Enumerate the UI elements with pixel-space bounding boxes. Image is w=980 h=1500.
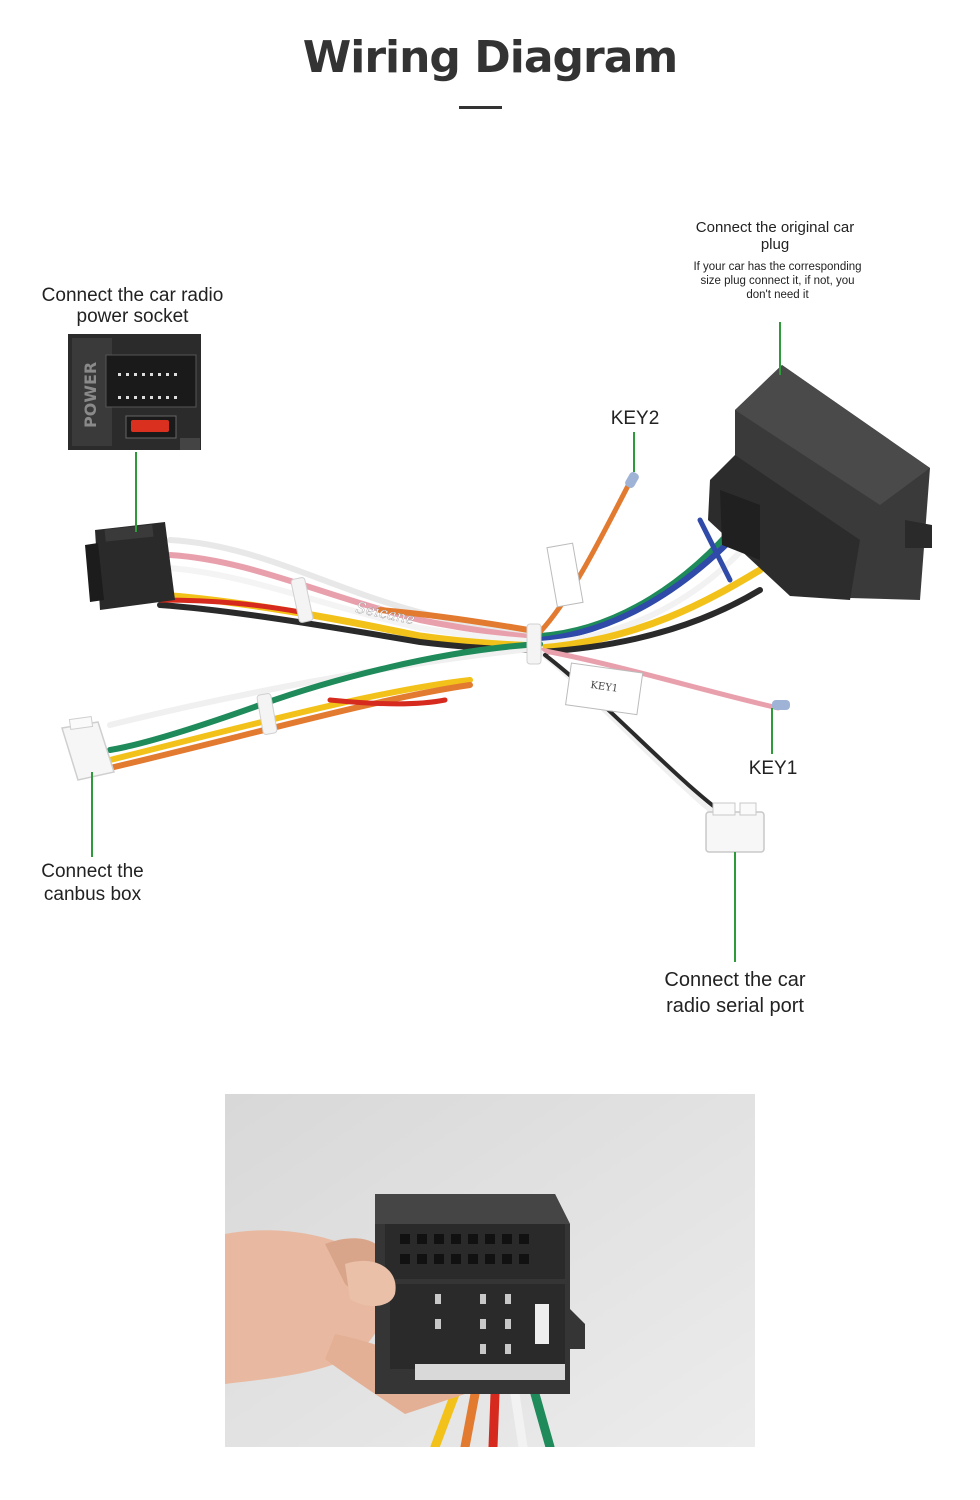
label-tag-key1: KEY1 (565, 662, 644, 716)
label-serial-port: Connect the car radio serial port (664, 969, 806, 1017)
serial-port-connector (705, 802, 765, 853)
power-connector-16pin (85, 522, 175, 610)
label-original-plug-note: If your car has the corresponding size p… (693, 261, 862, 301)
label-power-socket: Connect the car radio power socket (41, 285, 224, 328)
wire-yellow-3 (107, 677, 473, 763)
wire-key2 (537, 475, 635, 635)
wire-white-1 (167, 537, 543, 637)
key1-tip (772, 700, 790, 710)
label-canbus: Connect the canbus box (41, 861, 144, 905)
cable-tie-1 (290, 577, 314, 623)
page-title: Wiring Diagram (302, 32, 679, 83)
original-car-plug (708, 365, 932, 600)
wire-blue-2 (697, 517, 733, 583)
key2-tip (625, 472, 639, 488)
plug-photo-drawing (225, 1094, 755, 1447)
cable-tie-2 (526, 623, 542, 665)
wire-green-1 (107, 641, 543, 753)
wire-key1 (537, 647, 781, 711)
title-underline (459, 106, 502, 109)
canbus-connector (61, 715, 115, 781)
wire-orange-1 (377, 607, 543, 635)
cable-tie-3 (256, 693, 278, 735)
label-key2: KEY2 (610, 408, 660, 429)
wire-green-2 (537, 517, 743, 639)
tag-key1-text: KEY1 (590, 680, 619, 695)
wire-red-2 (327, 697, 448, 707)
power-socket-inset: POWER (68, 334, 201, 450)
label-tag-key2 (546, 542, 584, 608)
wire-white-4 (107, 645, 543, 728)
wire-red-1 (157, 597, 303, 615)
wire-orange-2 (107, 682, 473, 771)
plug-photo (225, 1094, 755, 1447)
leader-lines (91, 322, 781, 962)
wire-bundle (107, 475, 781, 825)
wire-white-2 (167, 565, 543, 645)
label-original-plug: Connect the original car plug (695, 219, 855, 253)
wiring-diagram: Seicane KEY1 POWER (61, 322, 932, 962)
inset-power-label: POWER (81, 362, 100, 428)
wire-yellow-2 (536, 566, 764, 652)
wire-white-3 (537, 527, 763, 647)
label-key1: KEY1 (748, 758, 798, 779)
wire-black-2 (537, 587, 763, 655)
